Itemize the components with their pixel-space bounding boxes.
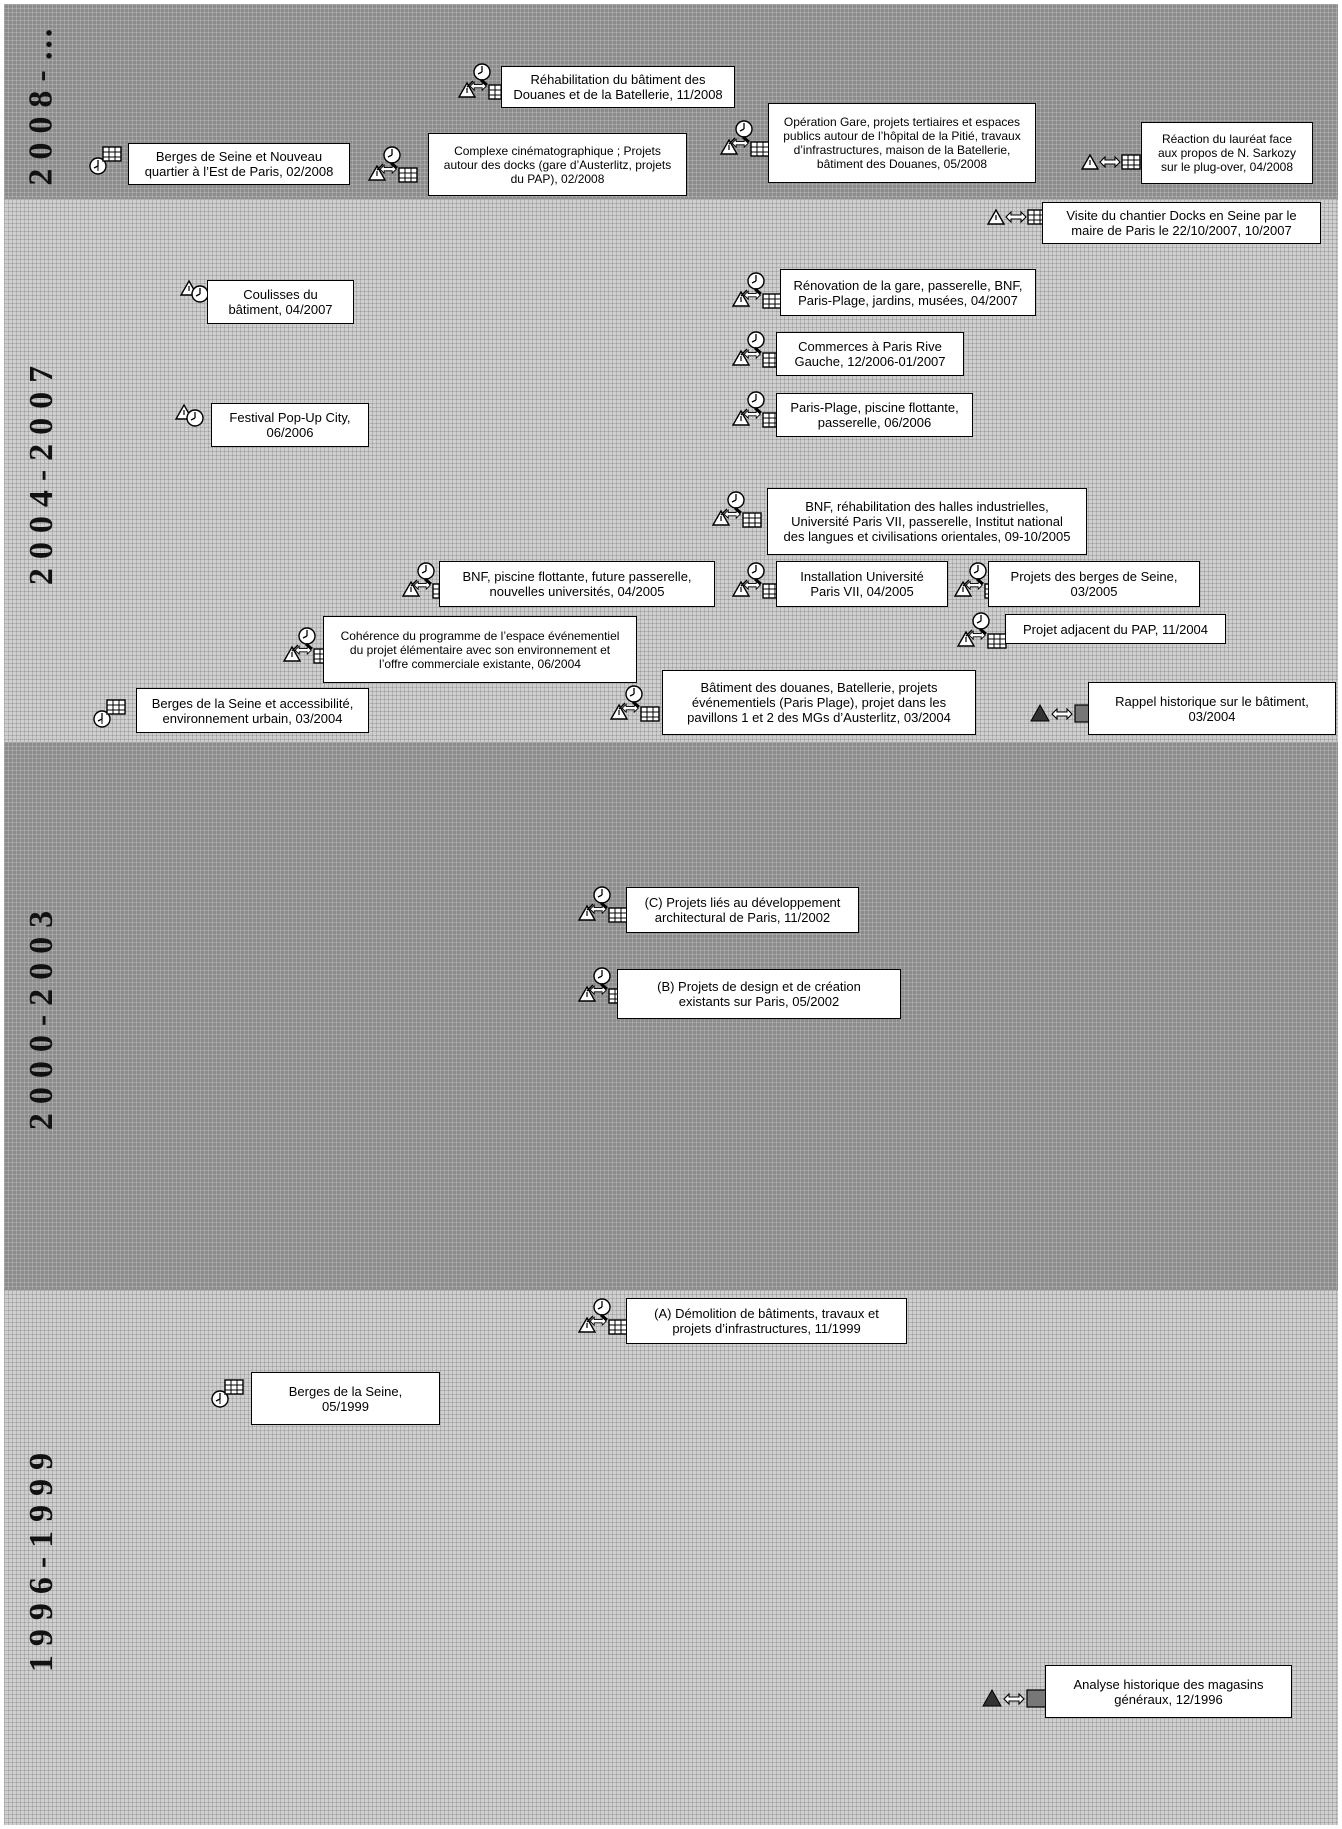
band-1996-1999 — [4, 1290, 1338, 1825]
triangle-arrow-grid-icon — [369, 146, 421, 190]
event-label: Réaction du lauréat face aux propos de N… — [1141, 122, 1313, 184]
clock-grid-icon — [211, 1380, 251, 1420]
event-label: Berges de la Seine, 05/1999 — [251, 1372, 440, 1425]
event-label: Rénovation de la gare, passerelle, BNF, … — [780, 269, 1036, 316]
event-label: Visite du chantier Docks en Seine par le… — [1042, 202, 1321, 244]
event-label: Coulisses du bâtiment, 04/2007 — [207, 280, 354, 324]
event-label: Rappel historique sur le bâtiment, 03/20… — [1088, 682, 1336, 735]
event-label: Analyse historique des magasins généraux… — [1045, 1665, 1292, 1718]
period-label-2008: 2008-… — [23, 17, 61, 186]
triangle-arrow-grid-icon — [579, 886, 631, 930]
event-label: Projets des berges de Seine, 03/2005 — [988, 561, 1200, 607]
event-label: BNF, réhabilitation des halles industrie… — [767, 488, 1087, 555]
event-label: Opération Gare, projets tertiaires et es… — [768, 103, 1036, 183]
event-label: (C) Projets liés au développement archit… — [626, 887, 859, 933]
event-label: Installation Université Paris VII, 04/20… — [776, 561, 948, 607]
triangle-arrow-grid-icon — [988, 208, 1050, 228]
triangle-arrow-grid-icon — [721, 120, 773, 164]
clock-grid-icon — [89, 147, 129, 187]
clock-grid-icon — [93, 700, 133, 740]
event-label: Paris-Plage, piscine flottante, passerel… — [776, 393, 973, 437]
triangle-arrow-grid-icon — [1082, 153, 1144, 173]
period-label-2004-2007: 2004-2007 — [23, 356, 61, 585]
event-label: Berges de la Seine et accessibilité, env… — [136, 688, 369, 733]
event-label: Berges de Seine et Nouveau quartier à l’… — [128, 143, 350, 185]
event-label: (A) Démolition de bâtiments, travaux et … — [626, 1298, 907, 1344]
filled-triangle-arrow-square-icon — [983, 1690, 1049, 1710]
event-label: Réhabilitation du bâtiment des Douanes e… — [501, 66, 735, 108]
triangle-arrow-grid-icon — [579, 1298, 631, 1342]
event-label: Festival Pop-Up City, 06/2006 — [211, 403, 369, 447]
event-label: (B) Projets de design et de création exi… — [617, 969, 901, 1019]
event-label: Projet adjacent du PAP, 11/2004 — [1005, 614, 1226, 644]
event-label: BNF, piscine flottante, future passerell… — [439, 561, 715, 607]
triangle-arrow-grid-icon — [611, 685, 663, 729]
event-label: Bâtiment des douanes, Batellerie, projet… — [662, 670, 976, 735]
triangle-arrow-grid-icon — [733, 272, 785, 316]
event-label: Complexe cinématographique ; Projets aut… — [428, 133, 687, 196]
triangle-arrow-grid-icon — [713, 491, 765, 535]
triangle-clock-icon — [176, 403, 212, 433]
event-label: Cohérence du programme de l’espace événe… — [323, 616, 637, 683]
triangle-arrow-grid-icon — [958, 612, 1010, 656]
period-label-2000-2003: 2000-2003 — [23, 901, 61, 1131]
event-label: Commerces à Paris Rive Gauche, 12/2006-0… — [776, 332, 964, 376]
period-label-1996-1999: 1996-1999 — [23, 1443, 61, 1672]
